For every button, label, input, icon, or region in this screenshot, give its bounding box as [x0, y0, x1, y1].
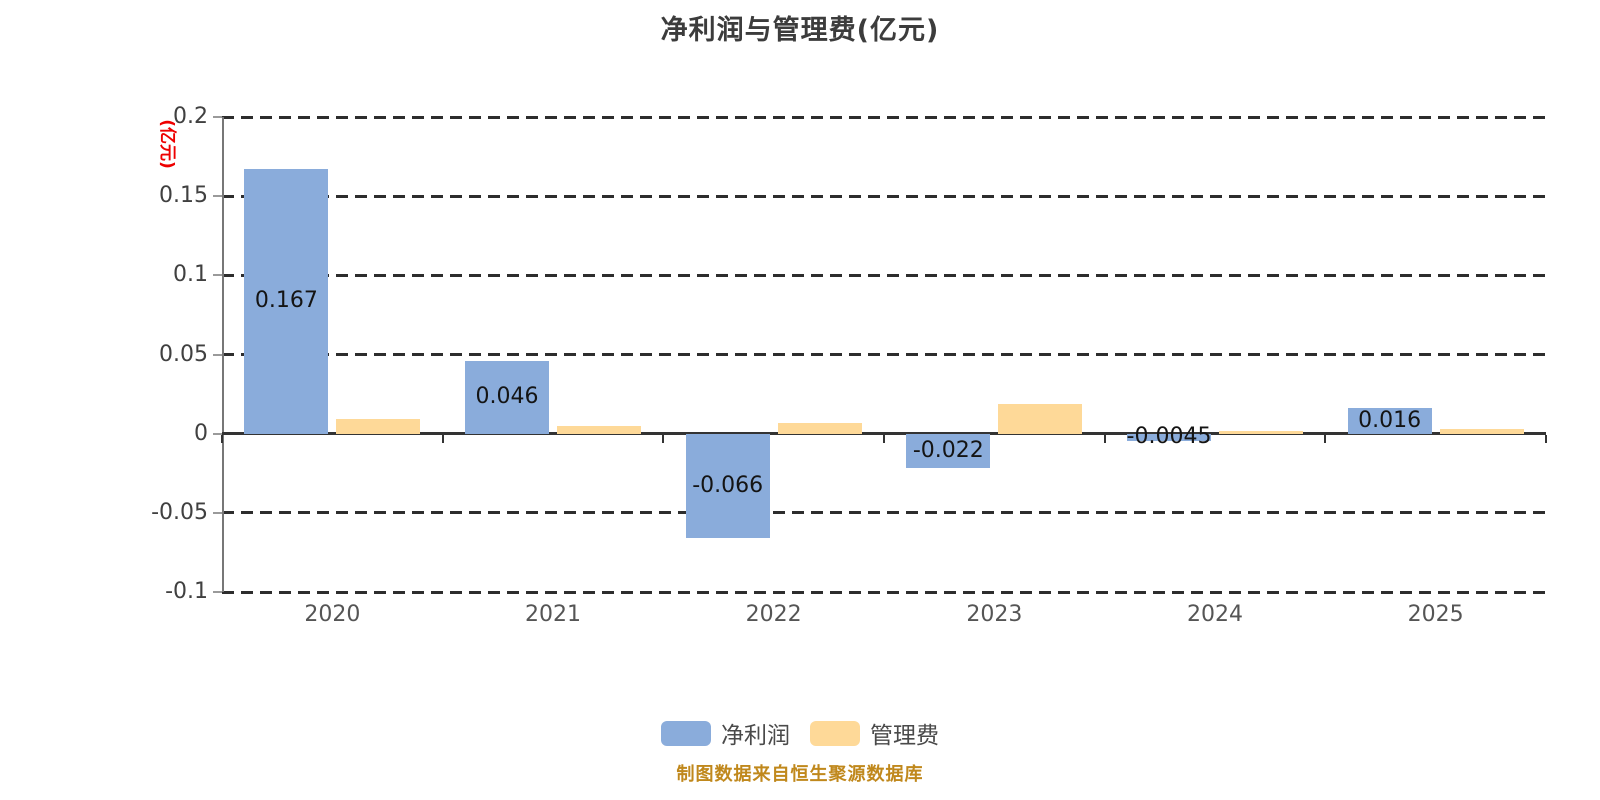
legend-label-mgmt-fee: 管理费: [870, 723, 939, 749]
bar-net-profit-2022[interactable]: [685, 433, 770, 539]
bar-mgmt-fee-2021[interactable]: [557, 425, 641, 434]
y-axis-label: -0.05: [151, 499, 208, 525]
bar-mgmt-fee-2025[interactable]: [1439, 428, 1524, 434]
bar-value-label: 0.016: [1358, 408, 1422, 433]
bar-net-profit-2021[interactable]: [465, 360, 549, 434]
x-axis-label: 2023: [966, 602, 1023, 627]
x-axis-tick: [221, 435, 223, 444]
x-axis-label: 2020: [304, 602, 361, 627]
y-axis-label: 0.15: [159, 183, 208, 209]
gridline: [222, 273, 1546, 277]
bar-value-label: -0.066: [692, 472, 764, 498]
mgmt-fee-swatch: [810, 720, 860, 746]
bar-value-label: 0.167: [254, 288, 318, 314]
bar-mgmt-fee-2023[interactable]: [998, 403, 1083, 434]
bar-net-profit-2023[interactable]: [906, 433, 991, 469]
y-axis-line: [222, 117, 224, 592]
bar-net-profit-2024[interactable]: [1127, 433, 1211, 441]
y-axis-tick: [213, 591, 222, 593]
net-profit-swatch: [661, 720, 711, 746]
legend: 净利润 管理费: [0, 716, 1600, 750]
legend-item-mgmt-fee[interactable]: 管理费: [810, 716, 939, 750]
bar-net-profit-2020[interactable]: [244, 169, 329, 434]
gridline: [222, 194, 1546, 198]
legend-label-net-profit: 净利润: [721, 723, 790, 749]
x-axis-tick: [883, 435, 885, 444]
bar-value-label: 0.046: [475, 384, 539, 410]
gridline: [222, 590, 1546, 594]
x-axis-label: 2024: [1187, 602, 1243, 627]
y-axis-label: 0.05: [159, 341, 208, 367]
x-axis-tick: [1324, 435, 1327, 444]
gridline: [222, 353, 1546, 356]
data-source-note: 制图数据来自恒生聚源数据库: [676, 764, 924, 785]
y-axis-tick: [213, 432, 222, 435]
chart-title: 净利润与管理费(亿元): [660, 15, 940, 46]
bar-mgmt-fee-2022[interactable]: [777, 422, 862, 434]
legend-item-net-profit[interactable]: 净利润: [661, 716, 790, 750]
gridline: [222, 511, 1546, 515]
bar-net-profit-2025[interactable]: [1347, 408, 1432, 434]
bar-value-label: -0.022: [912, 438, 984, 464]
x-axis-tick: [441, 435, 444, 444]
y-axis-label: 0.2: [173, 104, 208, 129]
y-axis-tick: [213, 116, 222, 118]
x-axis-line: [222, 432, 1546, 436]
x-axis-tick: [1545, 435, 1547, 444]
y-axis-label: -0.1: [165, 579, 208, 604]
bar-value-label: -0.0045: [1126, 424, 1212, 450]
x-axis-label: 2022: [745, 602, 802, 627]
bar-mgmt-fee-2024[interactable]: [1219, 430, 1303, 434]
y-axis-label: 0: [194, 420, 208, 446]
y-axis-label: 0.1: [173, 262, 208, 288]
x-axis-label: 2025: [1407, 602, 1464, 627]
gridline: [222, 115, 1546, 119]
x-axis-label: 2021: [525, 602, 581, 627]
bar-mgmt-fee-2020[interactable]: [336, 419, 421, 434]
x-axis-tick: [662, 435, 665, 444]
y-axis-tick: [213, 353, 222, 356]
y-axis-tick: [213, 511, 222, 514]
y-axis-tick: [213, 195, 222, 198]
x-axis-tick: [1103, 435, 1106, 444]
y-axis-tick: [213, 274, 222, 277]
